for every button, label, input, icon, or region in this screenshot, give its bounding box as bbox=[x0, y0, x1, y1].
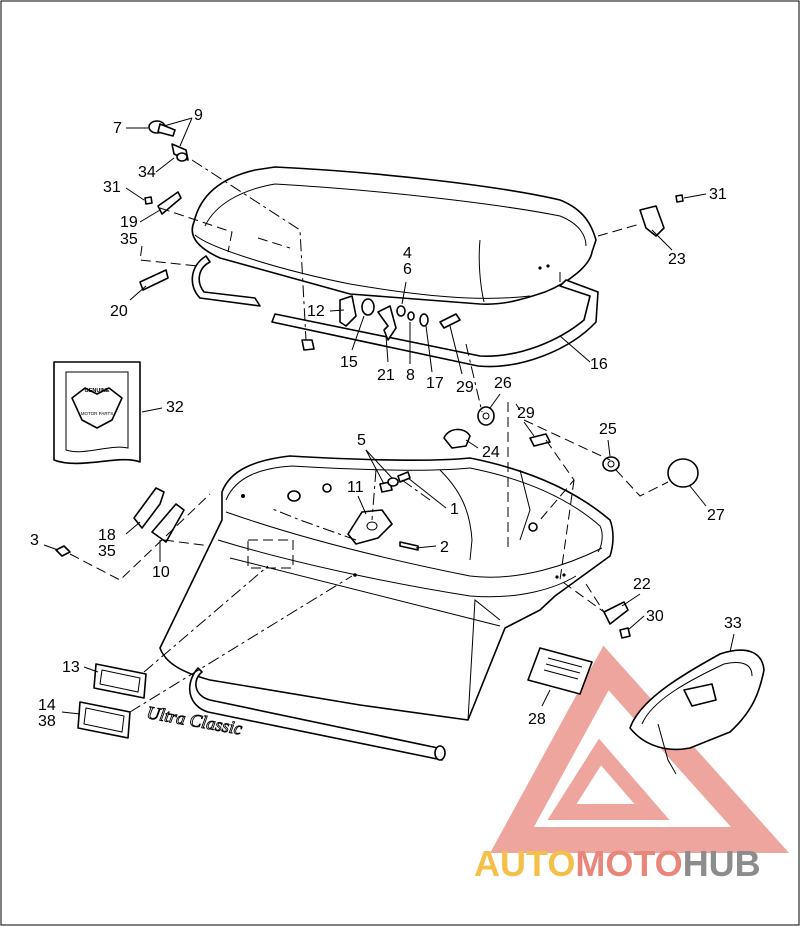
callout-c22: 22 bbox=[633, 576, 651, 593]
callout-c29b: 29 bbox=[517, 405, 535, 422]
screw-31-left bbox=[144, 196, 153, 205]
owners-booklet-32: GENUINE MOTOR PARTS bbox=[53, 361, 141, 465]
latch-11 bbox=[347, 509, 393, 545]
callout-c31b: 31 bbox=[709, 186, 727, 203]
callout-c8: 8 bbox=[406, 367, 415, 384]
callout-c4: 4 bbox=[403, 245, 412, 262]
callout-c12: 12 bbox=[307, 303, 325, 320]
bottom-trim-rail bbox=[189, 667, 443, 761]
callout-c2: 2 bbox=[440, 539, 449, 556]
watermark-part-hub: HUB bbox=[683, 843, 761, 884]
washer-5 bbox=[387, 477, 399, 487]
latch-plate-18 bbox=[133, 487, 165, 529]
rail-end bbox=[434, 745, 446, 761]
saddlebag-body bbox=[159, 455, 614, 721]
callout-c6: 6 bbox=[403, 261, 412, 278]
callout-c15: 15 bbox=[340, 354, 358, 371]
cap-27 bbox=[667, 458, 699, 488]
callout-c14: 14 bbox=[38, 697, 56, 714]
bolt-1 bbox=[397, 471, 411, 483]
grommet-26 bbox=[477, 406, 495, 426]
callout-leaders bbox=[43, 117, 735, 715]
callout-c19: 19 bbox=[120, 214, 138, 231]
callout-c18: 18 bbox=[98, 527, 116, 544]
label-28 bbox=[527, 647, 593, 695]
watermark-logo bbox=[490, 645, 790, 853]
screw-2 bbox=[399, 541, 419, 551]
callout-c24: 24 bbox=[482, 444, 500, 461]
reflector-13 bbox=[93, 663, 147, 699]
callout-c5: 5 bbox=[357, 432, 366, 449]
latch-plate-10 bbox=[151, 503, 185, 543]
hinge-12 bbox=[339, 295, 357, 327]
watermark-part-auto: AUTO bbox=[474, 843, 575, 884]
washer-17 bbox=[419, 313, 429, 327]
emblem-genuine-text: GENUINE bbox=[84, 388, 109, 394]
callout-c3: 3 bbox=[30, 532, 39, 549]
callout-c27: 27 bbox=[707, 507, 725, 524]
emblem-motor-parts-text: MOTOR PARTS bbox=[81, 411, 114, 416]
reflector-14 bbox=[77, 701, 131, 739]
callout-c20: 20 bbox=[110, 303, 128, 320]
watermark-part-moto: MOTO bbox=[575, 843, 682, 884]
callout-c16: 16 bbox=[590, 356, 608, 373]
grommet-25 bbox=[602, 456, 620, 472]
washer-15 bbox=[361, 298, 375, 316]
callout-c11: 11 bbox=[347, 479, 364, 496]
hinge-pin-assembly bbox=[148, 120, 189, 162]
fastener-8 bbox=[407, 311, 415, 321]
callout-c38: 38 bbox=[38, 713, 56, 730]
callout-c17: 17 bbox=[426, 375, 444, 392]
saddlebag-lid bbox=[191, 166, 597, 305]
callout-c31a: 31 bbox=[103, 179, 121, 196]
plate-20 bbox=[139, 269, 169, 291]
callout-c26: 26 bbox=[494, 375, 512, 392]
callout-c13: 13 bbox=[62, 659, 80, 676]
plate-29-upper bbox=[439, 313, 461, 329]
callout-c30: 30 bbox=[646, 608, 664, 625]
callout-c9: 9 bbox=[194, 107, 203, 124]
screw-31-right bbox=[675, 194, 684, 203]
callout-c32: 32 bbox=[166, 399, 184, 416]
callout-c35a: 35 bbox=[120, 231, 138, 248]
callout-c7: 7 bbox=[113, 120, 122, 137]
lid-trim-rail-side bbox=[271, 279, 599, 368]
callout-c34: 34 bbox=[138, 164, 156, 181]
callout-c23: 23 bbox=[668, 251, 686, 268]
d-ring-24 bbox=[443, 428, 471, 449]
screw-30 bbox=[619, 627, 631, 639]
callout-c33: 33 bbox=[724, 615, 742, 632]
fastener-4 bbox=[396, 305, 406, 317]
assembly-lines bbox=[69, 159, 669, 713]
link-21 bbox=[377, 305, 397, 341]
latch-plate-19 bbox=[157, 191, 182, 215]
callout-c28: 28 bbox=[528, 711, 546, 728]
screw-3 bbox=[55, 545, 71, 557]
lid-nut bbox=[301, 339, 315, 351]
liner-bag-33 bbox=[629, 649, 765, 775]
lid-trim-rail bbox=[191, 255, 261, 307]
bracket-23 bbox=[639, 205, 665, 237]
callout-c10: 10 bbox=[152, 564, 170, 581]
callout-c21: 21 bbox=[377, 367, 395, 384]
callout-c29a: 29 bbox=[456, 379, 474, 396]
plate-29-lower bbox=[529, 433, 551, 447]
callout-c1: 1 bbox=[450, 501, 459, 518]
callout-c25: 25 bbox=[599, 421, 617, 438]
callout-c35b: 35 bbox=[98, 543, 116, 560]
bracket-22 bbox=[603, 601, 629, 625]
watermark-text: AUTOMOTOHUB bbox=[474, 843, 761, 884]
